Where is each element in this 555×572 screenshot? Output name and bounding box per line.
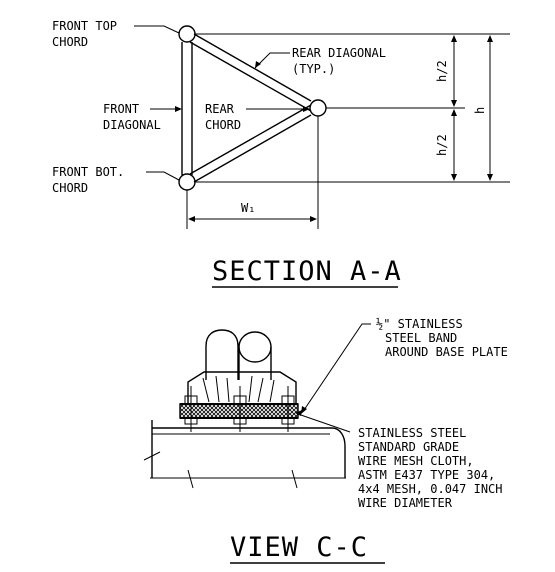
gusset-3 — [248, 375, 253, 403]
arrow-h-up — [487, 35, 493, 42]
leader-band — [303, 323, 371, 411]
arrow-rear-diagonal — [255, 61, 261, 68]
arrow-rear-chord — [303, 106, 310, 112]
rear-chord-circle — [309, 99, 327, 117]
label-front-diagonal-1: FRONT — [103, 102, 139, 116]
leader-mesh — [297, 413, 351, 433]
arrow-front-diagonal — [175, 106, 182, 112]
label-mesh-3: WIRE MESH CLOTH, — [358, 454, 474, 468]
rear-diagonal-top-line — [193, 33, 312, 102]
leader-rear-diagonal — [254, 52, 290, 69]
label-front-diagonal-2: DIAGONAL — [103, 118, 161, 132]
break-left — [143, 451, 161, 461]
front-bot-chord-circle — [178, 173, 196, 191]
leader-front-bot-chord — [146, 171, 180, 181]
arrow-mesh — [295, 410, 302, 416]
gusset-5 — [269, 379, 275, 403]
break-bottom-1 — [187, 469, 194, 489]
label-front-bot-chord-1: FRONT BOT. — [52, 165, 124, 179]
section-a-title: SECTION A-A — [212, 256, 402, 287]
gusset-1 — [202, 377, 210, 403]
arrow-h2-top-down — [451, 100, 457, 107]
label-dim-h2-bot: h/2 — [435, 134, 449, 156]
section-a-a: FRONT TOP CHORD REAR DIAGONAL (TYP.) FRO… — [52, 19, 510, 288]
label-front-bot-chord-2: CHORD — [52, 181, 88, 195]
anchor-bolt-right — [281, 386, 295, 432]
pipe-left — [205, 329, 239, 380]
rear-diagonal-bot-line — [193, 114, 312, 183]
label-dim-h: h — [473, 107, 487, 114]
foundation-top — [152, 427, 346, 478]
anchor-bolt-left — [184, 386, 198, 432]
view-c-title: VIEW C-C — [230, 532, 368, 563]
label-mesh-5: 4x4 MESH, 0.047 INCH — [358, 482, 503, 496]
rear-diagonal-top-line-2 — [189, 41, 312, 112]
label-mesh-2: STANDARD GRADE — [358, 440, 459, 454]
label-mesh-4: ASTM E437 TYPE 304, — [358, 468, 495, 482]
arrow-h2-bot-up — [451, 109, 457, 116]
label-band-3: AROUND BASE PLATE — [385, 345, 508, 359]
label-rear-chord-2: CHORD — [205, 118, 241, 132]
label-band-2: STEEL BAND — [385, 331, 457, 345]
label-mesh-1: STAINLESS STEEL — [358, 426, 466, 440]
leader-front-top-chord — [134, 25, 180, 34]
arrow-h2-top-up — [451, 35, 457, 42]
arrow-w-right — [310, 216, 317, 222]
view-c-c: ½" STAINLESS STEEL BAND AROUND BASE PLAT… — [143, 317, 508, 564]
base-bracket — [187, 371, 297, 404]
gusset-2 — [215, 375, 220, 403]
break-bottom-2 — [291, 469, 298, 489]
label-front-top-chord-1: FRONT TOP — [52, 19, 117, 33]
wire-mesh-plate — [179, 403, 299, 419]
anchor-bolt-mid — [233, 386, 247, 432]
arrow-h-down — [487, 174, 493, 181]
label-rear-diagonal-1: REAR DIAGONAL — [292, 46, 386, 60]
label-mesh-6: WIRE DIAMETER — [358, 496, 453, 510]
label-dim-w: W₁ — [241, 201, 255, 215]
gusset-4 — [257, 377, 264, 403]
label-rear-diagonal-2: (TYP.) — [292, 62, 335, 76]
label-band-1: ½" STAINLESS — [376, 317, 463, 331]
gusset-6 — [226, 377, 230, 403]
pipe-right-top — [238, 331, 272, 363]
rear-diagonal-bot-line-2 — [189, 104, 312, 175]
label-dim-h2-top: h/2 — [435, 60, 449, 82]
label-front-top-chord-2: CHORD — [52, 35, 88, 49]
arrow-h2-bot-down — [451, 174, 457, 181]
label-rear-chord-1: REAR — [205, 102, 235, 116]
arrow-band — [301, 406, 307, 414]
front-top-chord-circle — [178, 25, 196, 43]
arrow-w-left — [188, 216, 195, 222]
